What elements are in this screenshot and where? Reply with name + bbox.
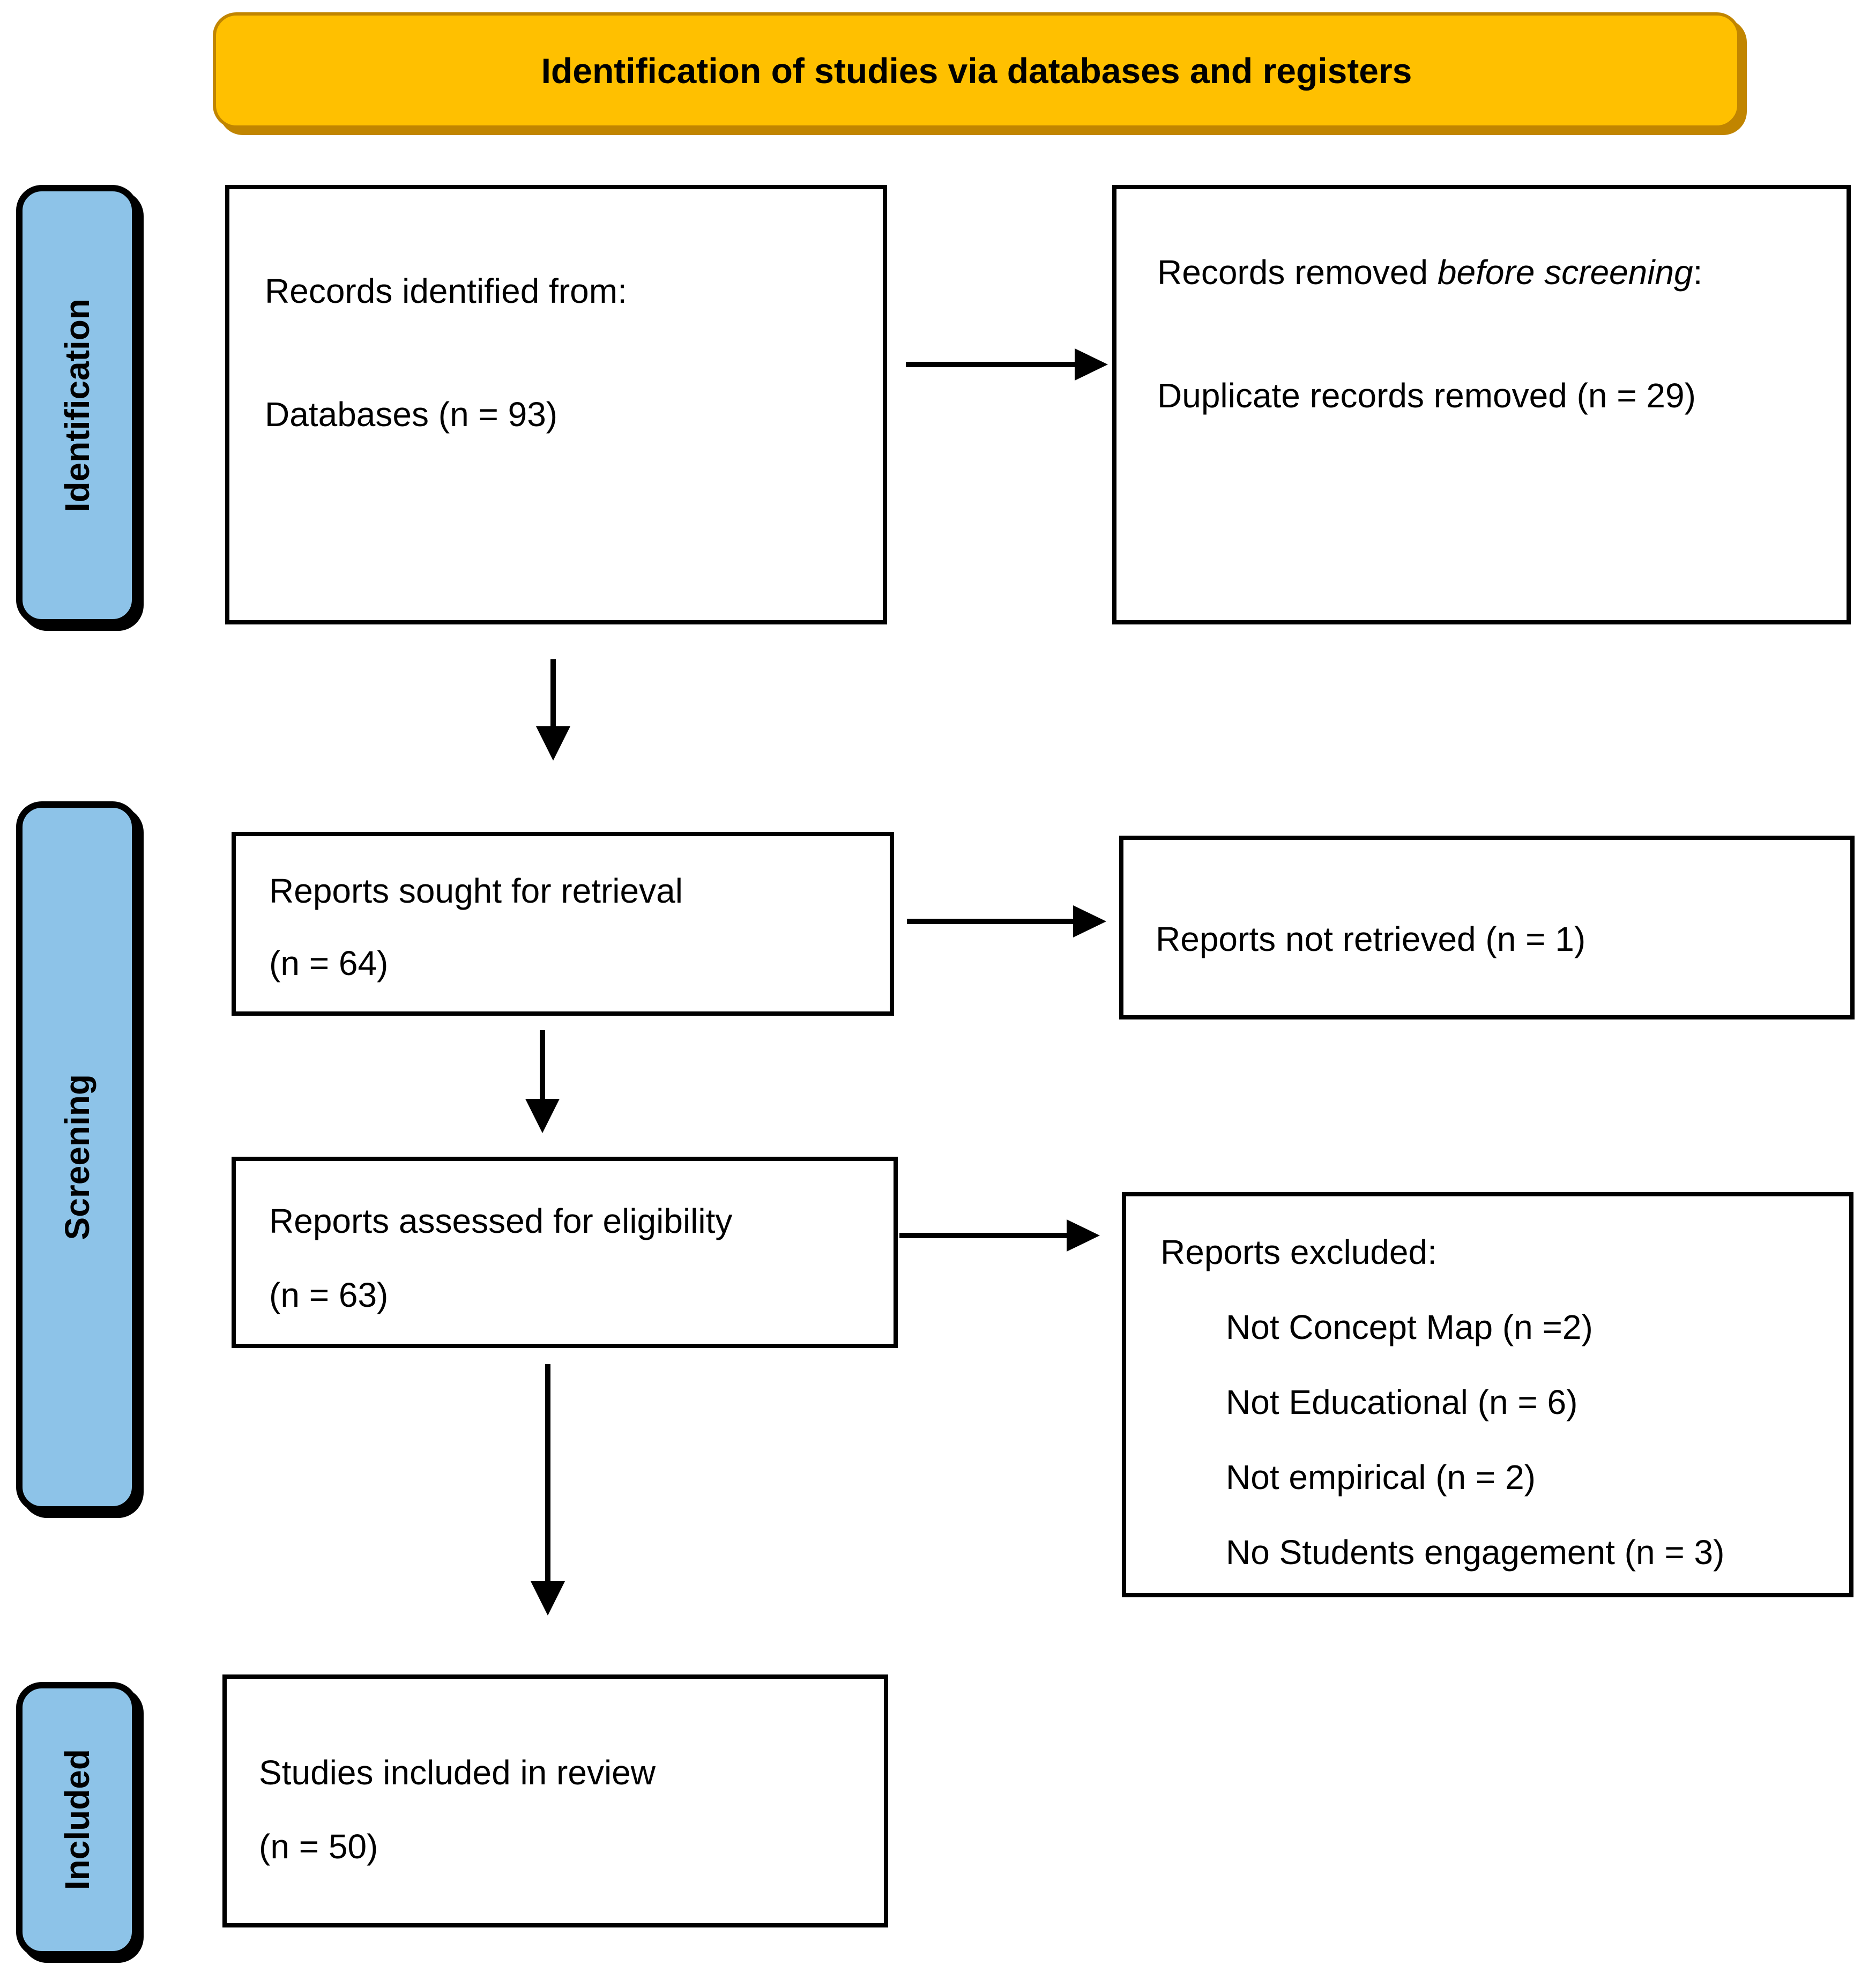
records-removed-italic-phrase: before screening — [1437, 253, 1693, 292]
box-records-removed: Records removed before screening: Duplic… — [1112, 185, 1851, 624]
reports-assessed-line-2: (n = 63) — [269, 1276, 389, 1314]
reports-excluded-item-2: Not Educational (n = 6) — [1226, 1383, 1578, 1421]
arrow-identified-to-removed-line — [906, 362, 1075, 367]
reports-excluded-item-4: No Students engagement (n = 3) — [1226, 1533, 1725, 1572]
reports-excluded-item-1: Not Concept Map (n =2) — [1226, 1308, 1593, 1346]
box-records-identified: Records identified from: Databases (n = … — [225, 185, 887, 624]
stage-label-identification: Identification — [16, 185, 138, 626]
arrow-assessed-to-excluded-line — [899, 1233, 1067, 1238]
box-reports-excluded: Reports excluded: Not Concept Map (n =2)… — [1122, 1192, 1853, 1597]
arrow-sought-to-assessed-line — [540, 1030, 545, 1099]
arrow-identified-to-removed-head-icon — [1075, 348, 1108, 381]
arrow-identified-to-sought-head-icon — [536, 726, 570, 761]
reports-sought-line-1: Reports sought for retrieval — [269, 872, 683, 910]
records-identified-line-1: Records identified from: — [265, 272, 627, 310]
box-reports-sought: Reports sought for retrieval (n = 64) — [232, 832, 894, 1016]
stage-label-included-text: Included — [58, 1749, 96, 1890]
studies-included-line-2: (n = 50) — [259, 1827, 378, 1866]
banner-title: Identification of studies via databases … — [541, 50, 1412, 91]
reports-excluded-item-3: Not empirical (n = 2) — [1226, 1458, 1536, 1497]
reports-sought-line-2: (n = 64) — [269, 944, 389, 982]
box-studies-included: Studies included in review (n = 50) — [222, 1674, 888, 1927]
records-identified-line-2: Databases (n = 93) — [265, 395, 558, 434]
arrow-assessed-to-included-line — [545, 1364, 550, 1581]
box-reports-not-retrieved: Reports not retrieved (n = 1) — [1119, 836, 1855, 1019]
banner-identification-via-databases: Identification of studies via databases … — [213, 12, 1740, 129]
stage-label-screening-text: Screening — [58, 1074, 96, 1240]
arrow-assessed-to-excluded-head-icon — [1067, 1219, 1100, 1252]
records-removed-line-2: Duplicate records removed (n = 29) — [1157, 376, 1696, 415]
reports-not-retrieved-line-1: Reports not retrieved (n = 1) — [1156, 920, 1586, 958]
stage-label-identification-text: Identification — [58, 298, 96, 512]
arrow-sought-to-notretrieved-line — [907, 919, 1073, 924]
reports-assessed-line-1: Reports assessed for eligibility — [269, 1202, 733, 1240]
stage-label-screening: Screening — [16, 801, 138, 1513]
studies-included-line-1: Studies included in review — [259, 1753, 656, 1792]
stage-label-included: Included — [16, 1682, 138, 1957]
arrow-identified-to-sought-line — [550, 659, 556, 726]
box-reports-assessed: Reports assessed for eligibility (n = 63… — [232, 1157, 898, 1348]
arrow-sought-to-assessed-head-icon — [525, 1099, 560, 1133]
arrow-sought-to-notretrieved-head-icon — [1073, 905, 1106, 937]
reports-excluded-title: Reports excluded: — [1160, 1233, 1437, 1271]
arrow-assessed-to-included-head-icon — [531, 1581, 565, 1616]
records-removed-line-1: Records removed before screening: — [1157, 253, 1703, 292]
